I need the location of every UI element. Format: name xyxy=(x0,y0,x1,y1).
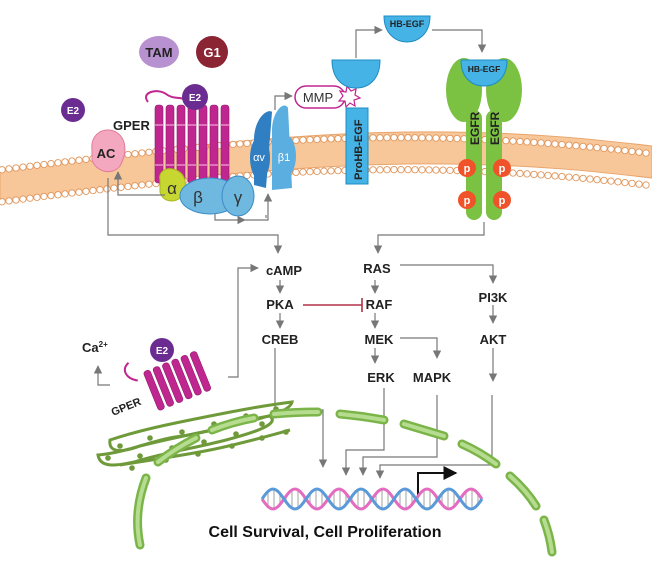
mek-label: MEK xyxy=(365,332,395,347)
g1-ligand: G1 xyxy=(196,36,228,68)
akt-label: AKT xyxy=(480,332,507,347)
svg-text:G1: G1 xyxy=(203,45,220,60)
tam-ligand: TAM xyxy=(139,36,179,68)
dna-helix xyxy=(260,487,484,511)
g-protein-alpha: α xyxy=(159,168,186,202)
svg-text:GPER: GPER xyxy=(113,118,150,133)
svg-text:TAM: TAM xyxy=(145,45,172,60)
e2-ligand-free: E2 xyxy=(61,98,85,122)
raf-label: RAF xyxy=(366,297,393,312)
svg-text:E2: E2 xyxy=(156,346,169,357)
calcium-label: Ca2+ xyxy=(82,340,108,355)
phospho-sites: p p p p xyxy=(458,159,511,209)
svg-text:p: p xyxy=(464,163,471,175)
erk-label: ERK xyxy=(367,370,395,385)
gper-er-receptor: E2 GPER xyxy=(110,338,211,419)
svg-text:E2: E2 xyxy=(189,93,202,104)
ras-label: RAS xyxy=(363,261,391,276)
g-protein-beta-gamma: β γ xyxy=(179,175,255,217)
e2-bound-gper xyxy=(182,84,208,110)
pka-label: PKA xyxy=(266,297,294,312)
outcome-caption: Cell Survival, Cell Proliferation xyxy=(209,524,442,541)
svg-text:γ: γ xyxy=(234,188,243,207)
svg-text:AC: AC xyxy=(97,146,116,161)
egfr-dimer: HB-EGF EGFR EGFR p p p p xyxy=(446,58,522,220)
gper-receptor: E2 GPER xyxy=(113,84,230,184)
svg-text:ProHB-EGF: ProHB-EGF xyxy=(353,119,365,180)
svg-text:p: p xyxy=(464,195,471,207)
integrin-alpha-v-beta-1: αv β1 xyxy=(250,105,296,190)
nuclear-envelope xyxy=(133,407,557,557)
pathway-labels: cAMP PKA CREB RAS RAF MEK ERK MAPK PI3K … xyxy=(82,261,508,385)
svg-text:HB-EGF: HB-EGF xyxy=(390,19,425,29)
adenylyl-cyclase: AC xyxy=(91,129,126,173)
e2-bound-er xyxy=(150,338,174,362)
cleavage-star-icon xyxy=(337,84,362,109)
creb-label: CREB xyxy=(262,332,299,347)
svg-text:HB-EGF: HB-EGF xyxy=(468,64,501,74)
svg-text:p: p xyxy=(499,195,506,207)
mmp-protease: MMP xyxy=(294,84,362,109)
prohbegf: ProHB-EGF xyxy=(331,59,381,185)
svg-text:MMP: MMP xyxy=(303,90,333,105)
camp-label: cAMP xyxy=(266,263,302,278)
hbegf-free: HB-EGF xyxy=(383,15,431,43)
svg-text:α: α xyxy=(167,179,177,198)
svg-text:EGFR: EGFR xyxy=(468,111,482,145)
pi3k-label: PI3K xyxy=(479,290,509,305)
svg-text:β1: β1 xyxy=(278,152,290,164)
svg-text:GPER: GPER xyxy=(110,396,143,419)
svg-text:αv: αv xyxy=(253,152,265,164)
svg-text:EGFR: EGFR xyxy=(488,111,502,145)
svg-text:p: p xyxy=(499,163,506,175)
svg-text:β: β xyxy=(193,188,203,207)
mapk-label: MAPK xyxy=(413,370,452,385)
svg-text:E2: E2 xyxy=(67,106,80,117)
